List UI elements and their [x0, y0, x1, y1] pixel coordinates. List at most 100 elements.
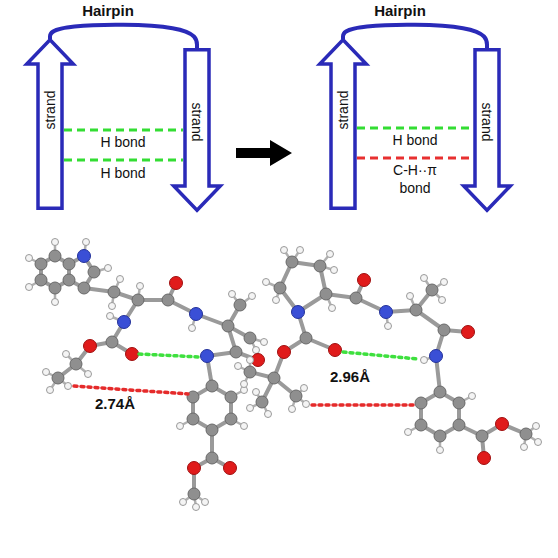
h-bond-contact: [139, 354, 200, 357]
carbon-atom: [453, 397, 465, 409]
carbon-atom: [108, 286, 120, 298]
ch-pi-contact: [312, 403, 413, 407]
oxygen-atom: [224, 462, 237, 475]
distance-label: 2.96Å: [330, 368, 370, 387]
carbon-atom: [35, 274, 47, 286]
carbon-atom: [206, 452, 218, 464]
carbon-atom: [426, 284, 438, 296]
hydrogen-atom: [83, 239, 90, 246]
strand-label: strand: [336, 91, 350, 130]
carbon-atom: [434, 430, 446, 442]
hydrogen-atom: [469, 393, 476, 400]
nitrogen-atom: [292, 306, 305, 319]
carbon-atom: [434, 386, 446, 398]
hydrogen-atom: [535, 439, 542, 446]
hydrogen-atom: [385, 323, 392, 330]
carbon-atom: [415, 419, 427, 431]
hydrogen-atom: [329, 305, 336, 312]
bond-stick: [41, 256, 258, 494]
bond-label: H bond: [100, 165, 145, 183]
transition-arrow: [236, 140, 292, 166]
strand-arrow: strand: [462, 48, 512, 212]
carbon-atom: [35, 258, 47, 270]
hydrogen-atom: [63, 351, 70, 358]
oxygen-atom: [496, 418, 509, 431]
carbon-atom: [274, 282, 286, 294]
hydrogen-atom: [521, 444, 528, 451]
hydrogen-atom: [117, 276, 124, 283]
hairpin-loop: [50, 25, 197, 49]
hydrogen-atom: [407, 293, 414, 300]
hydrogen-atom: [85, 371, 92, 378]
oxygen-atom: [358, 274, 371, 287]
hydrogen-atom: [52, 299, 59, 306]
hydrogen-atom: [301, 385, 308, 392]
carbon-atom: [88, 266, 100, 278]
hydrogen-atom: [65, 383, 72, 390]
oxygen-atom: [278, 346, 291, 359]
carbon-atom: [234, 299, 246, 311]
nitrogen-atom: [78, 250, 214, 363]
carbon-atom: [256, 396, 268, 408]
heading-label: Hairpin: [82, 2, 134, 21]
ch-pi-contact: [74, 386, 188, 394]
hydrogen-atom: [180, 499, 187, 506]
bond-line: [357, 127, 473, 130]
carbon-atom: [222, 320, 234, 332]
hydrogen-atom: [439, 297, 446, 304]
carbon-atom: [132, 294, 144, 306]
nitrogen-atom: [292, 306, 443, 363]
hydrogen-atom: [47, 387, 54, 394]
hydrogen-atom: [327, 251, 334, 258]
oxygen-atom: [84, 277, 265, 475]
strand-outline: [27, 40, 74, 209]
hydrogen-atom: [273, 297, 280, 304]
carbon-atom: [350, 292, 362, 304]
strand-label: strand: [43, 91, 57, 130]
h-bond-stick: [29, 242, 264, 507]
hydrogen-atom: [421, 357, 428, 364]
h-bond-contact: [343, 352, 418, 359]
heading-label: Hairpin: [374, 2, 426, 21]
hydrogen-atom: [289, 406, 296, 413]
hydrogen-atom: [241, 423, 248, 430]
hydrogen-atom: [533, 423, 540, 430]
carbon-atom: [187, 413, 199, 425]
carbon-atom: [520, 428, 532, 440]
carbon-atom: [225, 391, 237, 403]
carbon-atom: [106, 336, 118, 348]
hydrogen-atom: [249, 293, 256, 300]
hydrogen-atom: [261, 339, 268, 346]
carbon-atom: [244, 366, 256, 378]
carbon-atom: [410, 304, 422, 316]
hydrogen-atom: [253, 389, 260, 396]
carbon-atom: [206, 380, 218, 392]
hydrogen-atom: [105, 265, 112, 272]
carbon-atom: [438, 324, 450, 336]
strand-outline: [174, 50, 221, 211]
hydrogen-atom: [229, 291, 236, 298]
nitrogen-atom: [190, 308, 203, 321]
hydrogen-atom: [265, 411, 272, 418]
hydrogen-atom: [177, 423, 184, 430]
hydrogen-atom: [26, 255, 33, 262]
bond-stick: [250, 262, 526, 458]
hydrogen-atom: [193, 504, 200, 511]
hydrogen-atom: [235, 363, 242, 370]
distance-label: 2.74Å: [95, 395, 135, 414]
carbon-atom: [244, 256, 532, 442]
hydrogen-atom: [107, 313, 114, 320]
hydrogen-atom: [405, 429, 412, 436]
carbon-atom: [320, 288, 332, 300]
hydrogen-atom: [26, 284, 33, 291]
strand-outline: [464, 50, 511, 211]
strand-label: strand: [190, 102, 204, 141]
hydrogen-atom: [189, 325, 196, 332]
carbon-atom: [188, 488, 200, 500]
hydrogen-atom: [263, 279, 270, 286]
oxygen-atom: [462, 326, 475, 339]
bond-label: H bond: [100, 134, 145, 152]
carbon-atom: [230, 346, 242, 358]
